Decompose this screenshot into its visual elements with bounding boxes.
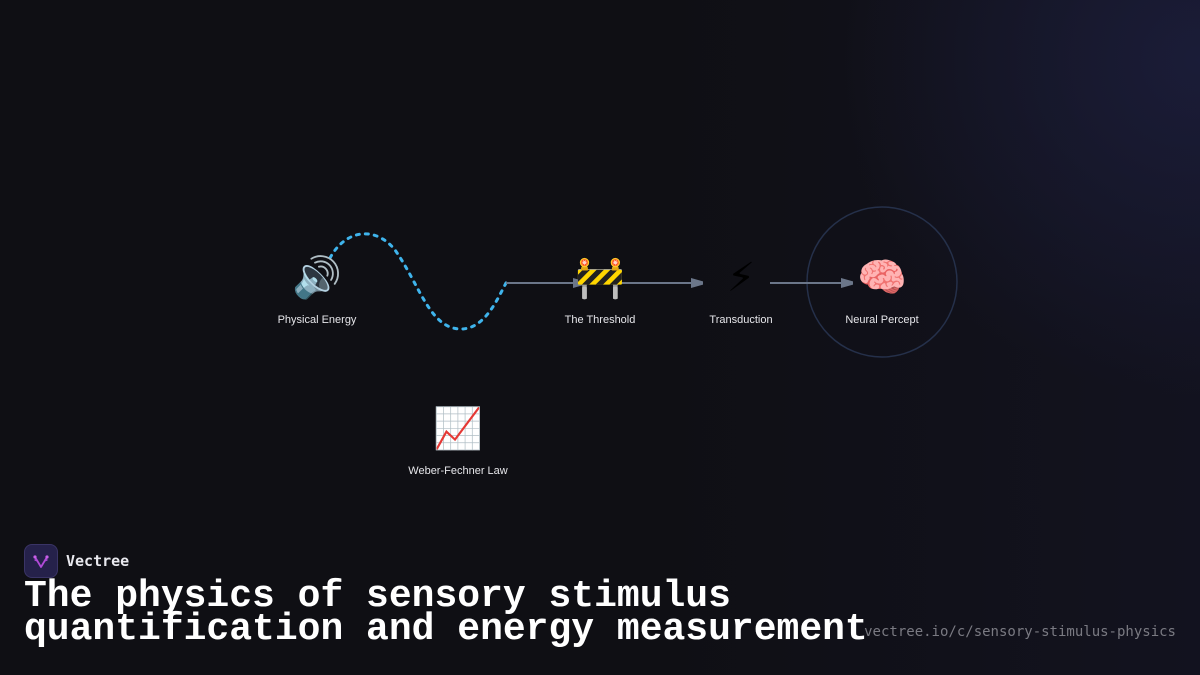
node-weber-fechner[interactable]: 📈 (433, 405, 483, 453)
page-title: The physics of sensory stimulus quantifi… (24, 578, 868, 649)
node-label-transduction: Transduction (709, 314, 773, 326)
chart-increasing-icon: 📈 (433, 406, 483, 452)
node-label-threshold: The Threshold (564, 314, 636, 326)
source-url[interactable]: vectree.io/c/sensory-stimulus-physics (864, 624, 1176, 640)
brand: Vectree (24, 544, 129, 578)
brain-icon: 🧠 (857, 255, 907, 301)
stimulus-wave-edge (328, 232, 508, 331)
node-label-physical-energy: Physical Energy (277, 314, 357, 326)
lightning-icon: ⚡ (726, 255, 756, 301)
node-neural-percept[interactable]: 🧠 (857, 254, 907, 302)
node-threshold[interactable]: 🚧 (575, 254, 625, 302)
node-physical-energy[interactable]: 🔊 (292, 254, 342, 302)
vectree-logo-icon (24, 544, 58, 578)
node-label-neural-percept: Neural Percept (845, 314, 919, 326)
node-label-weber-fechner: Weber-Fechner Law (408, 465, 508, 477)
brand-name: Vectree (66, 552, 130, 570)
node-transduction[interactable]: ⚡ (727, 254, 755, 302)
speaker-icon: 🔊 (292, 255, 342, 301)
title-line-2: quantification and energy measurement (24, 608, 868, 651)
construction-barrier-icon: 🚧 (575, 255, 625, 301)
title-line-1: The physics of sensory stimulus (24, 575, 731, 618)
